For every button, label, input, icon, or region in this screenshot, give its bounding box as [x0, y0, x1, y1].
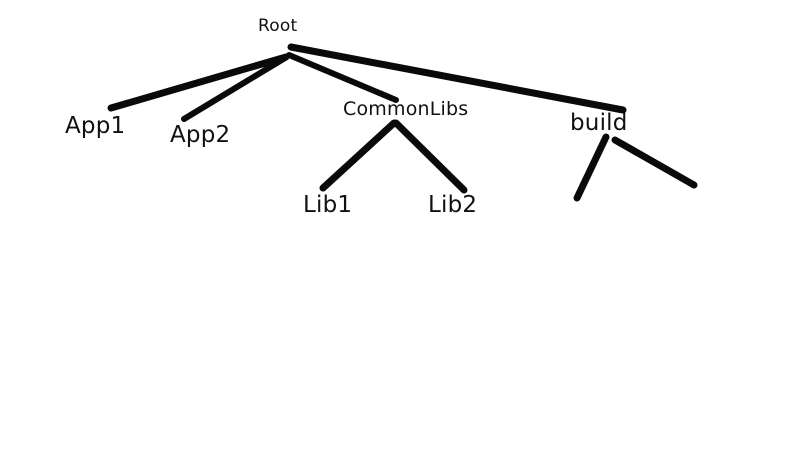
tree-edge-root-build — [287, 43, 627, 114]
tree-node-app2[interactable]: App2 — [170, 122, 231, 148]
tree-node-commonlibs[interactable]: CommonLibs — [343, 98, 469, 120]
tree-edge-build-child-1 — [573, 133, 610, 202]
tree-edge-root-app2 — [181, 55, 288, 122]
tree-node-lib2[interactable]: Lib2 — [428, 192, 478, 218]
tree-node-root[interactable]: Root — [258, 16, 298, 36]
tree-node-lib1[interactable]: Lib1 — [303, 192, 353, 218]
tree-edge-root-commonlibs — [286, 52, 399, 103]
tree-edge-commonlibs-lib2 — [392, 119, 468, 194]
tree-node-build[interactable]: build — [570, 110, 628, 136]
tree-edge-commonlibs-lib1 — [319, 119, 398, 192]
tree-edge-root-app1 — [107, 53, 290, 112]
tree-edge-build-child-2 — [611, 136, 698, 189]
tree-node-app1[interactable]: App1 — [65, 113, 126, 139]
